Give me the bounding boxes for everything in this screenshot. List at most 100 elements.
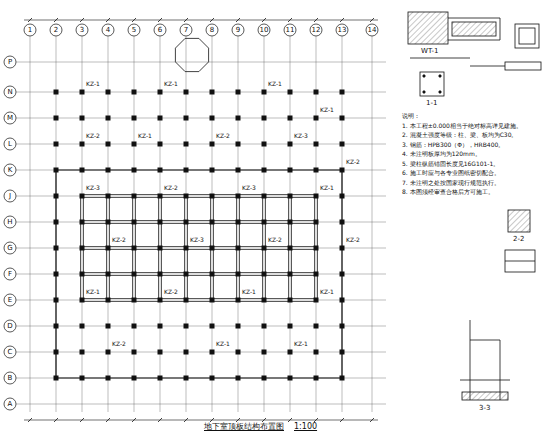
beam [262,196,263,300]
column [184,90,189,95]
dimension-tick [184,18,188,22]
column-tag: KZ-3 [241,185,257,191]
axis-bubble [154,24,166,36]
notes-heading: 说明： [402,112,550,120]
axis-bubble [4,216,16,228]
axis-letter: G [4,242,16,254]
dimension-tick [262,418,266,422]
dimension-tick [54,418,58,422]
axis-line [16,352,386,353]
axis-number: 7 [180,24,192,36]
axis-bubble [336,24,348,36]
axis-number: 14 [366,24,378,36]
column-tag: KZ-2 [111,341,127,347]
beam [82,249,316,250]
dimension-tick [80,418,84,422]
axis-bubble [4,86,16,98]
axis-number: 10 [258,24,270,36]
note-line: 5. 梁柱纵筋锚固长度见16G101-1。 [402,160,550,168]
axis-letter: F [4,268,16,280]
column-tag: KZ-1 [215,341,231,347]
column [132,350,137,355]
axis-bubble [24,24,36,36]
beam [82,197,316,198]
column [314,350,319,355]
column [184,350,189,355]
section-label: 2-2 [512,236,525,243]
beam [158,196,159,300]
column-tag: KZ-2 [215,133,231,139]
column [314,116,319,121]
column [80,116,85,121]
axis-letter: B [4,372,16,384]
axis-line [16,300,386,301]
column-tag: KZ-2 [111,237,127,243]
axis-line [16,222,386,223]
axis-bubble [4,112,16,124]
axis-line [16,62,386,63]
column [132,116,137,121]
column [158,324,163,329]
dimension-tick [340,18,344,22]
axis-letter: H [4,216,16,228]
axis-letter: E [4,294,16,306]
dimension-tick [370,418,374,422]
beam [135,196,136,300]
dimension-tick [106,18,110,22]
axis-number: 13 [336,24,348,36]
axis-bubble [4,346,16,358]
section-label: 1-1 [425,100,438,107]
scale-label: 1:100 [292,423,319,431]
column [210,142,215,147]
dimension-tick [288,18,292,22]
beam [236,196,237,300]
column [288,90,293,95]
axis-bubble [206,24,218,36]
section-label: WT-1 [420,48,440,55]
column-tag: KZ-1 [163,81,179,87]
column [54,90,59,95]
dimension-tick [158,418,162,422]
axis-letter: K [4,164,16,176]
column [158,116,163,121]
column [158,90,163,95]
column [106,324,111,329]
beam [265,196,266,300]
dimension-tick [184,418,188,422]
axis-bubble [4,242,16,254]
beam [82,220,316,221]
column [314,324,319,329]
axis-line [30,36,31,412]
axis-letter: A [4,398,16,410]
beam [109,196,110,300]
axis-line [372,36,373,412]
dimension-tick [54,18,58,22]
column [288,350,293,355]
beam [187,196,188,300]
beam [317,196,318,300]
column [54,142,59,147]
column [262,142,267,147]
dimension-tick [262,18,266,22]
axis-letter: L [4,138,16,150]
beam [82,246,316,247]
axis-bubble [76,24,88,36]
axis-line [16,144,386,145]
beam [213,196,214,300]
column-tag: KZ-3 [85,185,101,191]
note-line: 7. 未注明之处按国家现行规范执行。 [402,179,550,187]
column [158,350,163,355]
beam [314,196,315,300]
column [106,90,111,95]
column [288,142,293,147]
column [262,90,267,95]
axis-bubble [4,268,16,280]
column [340,142,345,147]
axis-bubble [258,24,270,36]
axis-number: 9 [232,24,244,36]
column [184,116,189,121]
column-tag: KZ-3 [189,237,205,243]
beam [106,196,107,300]
wall-line [341,170,342,378]
